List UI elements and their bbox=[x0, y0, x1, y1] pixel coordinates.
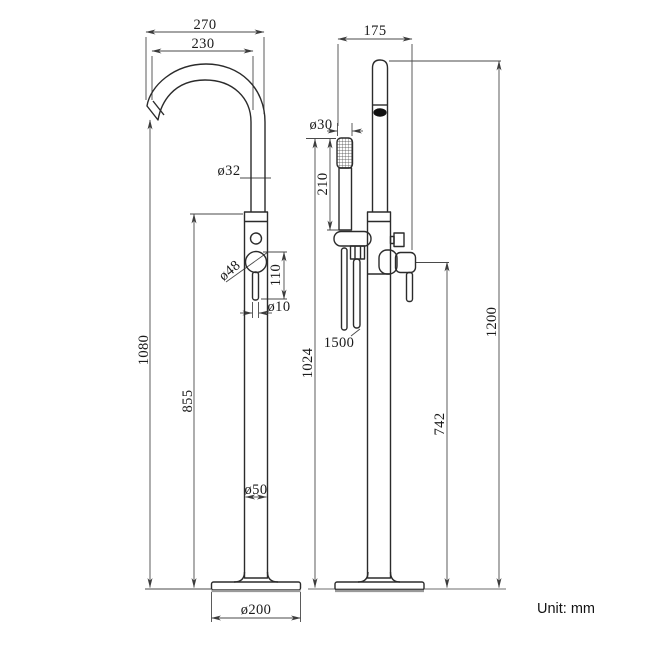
side-view-faucet bbox=[333, 59, 425, 593]
dim-dia50-label: ø50 bbox=[244, 481, 268, 498]
handle-hub-front bbox=[244, 250, 268, 274]
shower-hose bbox=[352, 258, 361, 329]
shower-hose bbox=[340, 247, 348, 331]
handle-pivot-side bbox=[378, 249, 398, 275]
spout-outlet bbox=[373, 108, 387, 117]
handle-stem-side bbox=[405, 271, 414, 303]
front-view-faucet bbox=[146, 63, 302, 593]
dim-175-label: 175 bbox=[363, 22, 387, 39]
spout-nozzle-band bbox=[152, 100, 165, 116]
dim-dia30-label: ø30 bbox=[309, 116, 333, 133]
dim-110-label: 110 bbox=[267, 263, 284, 287]
valve-column-side bbox=[366, 211, 392, 579]
dim-1080-label: 1080 bbox=[135, 334, 152, 366]
handshower-handle bbox=[338, 167, 353, 231]
dim-dia32-label: ø32 bbox=[217, 162, 241, 179]
lever-handle-front bbox=[251, 271, 260, 301]
dim-230-label: 230 bbox=[191, 35, 215, 52]
valve-column-front bbox=[243, 211, 269, 579]
base-plate-front bbox=[210, 581, 302, 591]
spout-tube-side bbox=[371, 59, 389, 212]
dim-855-label: 855 bbox=[179, 389, 196, 413]
spout-curve bbox=[146, 63, 266, 212]
dim-1200-label: 1200 bbox=[483, 306, 500, 338]
diverter-knob-front bbox=[249, 232, 263, 245]
dim-dia200-label: ø200 bbox=[240, 601, 272, 618]
dimension-lines bbox=[145, 29, 506, 622]
dim-742-label: 742 bbox=[431, 412, 448, 436]
dim-270-label: 270 bbox=[193, 16, 217, 33]
dim-dia10-label: ø10 bbox=[267, 298, 291, 315]
handshower-head bbox=[336, 137, 354, 169]
dim-1500-label: 1500 bbox=[323, 334, 355, 351]
unit-note: Unit: mm bbox=[537, 601, 595, 617]
handle-grip-side bbox=[394, 251, 417, 274]
hose-nut bbox=[349, 245, 366, 260]
handshower-holder bbox=[333, 230, 372, 247]
dim-210-label: 210 bbox=[314, 172, 331, 196]
dim-1024-label: 1024 bbox=[299, 347, 316, 379]
